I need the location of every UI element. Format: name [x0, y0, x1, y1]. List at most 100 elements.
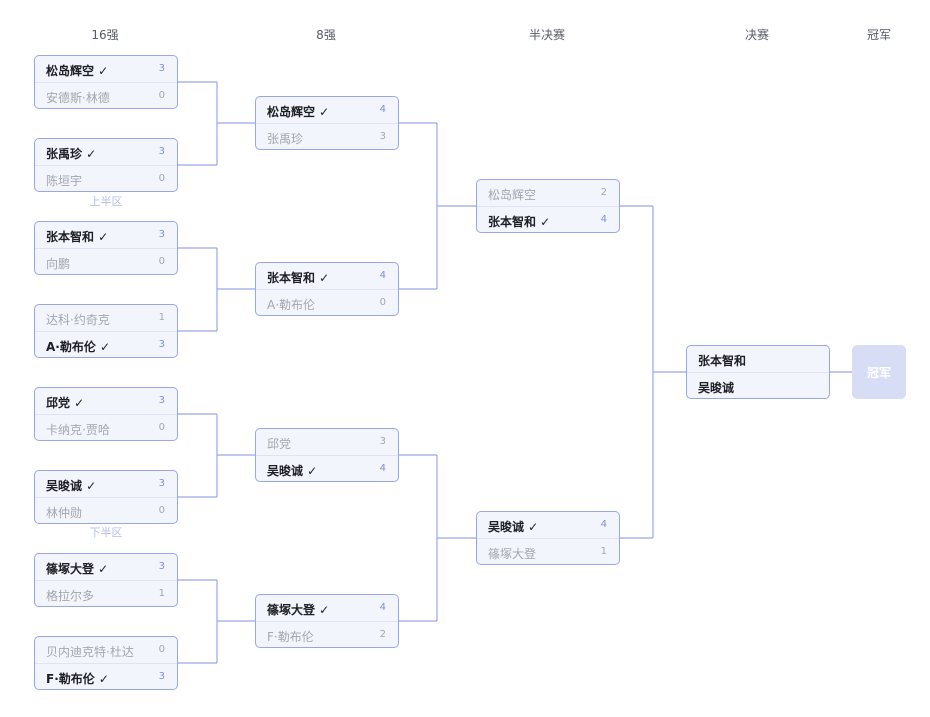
- match-slot: 张本智和 ✓ 3: [35, 222, 177, 249]
- match-slot: 林仲勋 0: [35, 498, 177, 523]
- player-score: 0: [158, 505, 165, 516]
- player-name: 篠塚大登 ✓: [46, 562, 109, 576]
- player-name: F·勒布伦: [267, 630, 314, 644]
- player-name: 张本智和 ✓: [46, 230, 109, 244]
- player-score: 3: [158, 671, 165, 682]
- lower-half-label: 下半区: [89, 526, 123, 539]
- player-name: 达科·约奇克: [46, 313, 110, 327]
- qf-match-3[interactable]: 邱党 3 吴晙诚 ✓ 4: [255, 428, 399, 482]
- player-score: 3: [379, 131, 386, 142]
- player-name: 松岛辉空 ✓: [267, 105, 330, 119]
- sf-match-2[interactable]: 吴晙诚 ✓ 4 篠塚大登 1: [476, 511, 620, 565]
- player-score: 3: [158, 339, 165, 350]
- match-slot: 张禹珍 3: [256, 124, 398, 149]
- round-title-final: 决赛: [744, 28, 770, 42]
- player-name: 格拉尔多: [46, 589, 95, 603]
- r16-match-8[interactable]: 贝内迪克特·杜达 0 F·勒布伦 ✓ 3: [34, 636, 178, 690]
- match-slot: 松岛辉空 ✓ 3: [35, 56, 177, 83]
- player-name: F·勒布伦 ✓: [46, 672, 109, 686]
- player-score: 3: [158, 395, 165, 406]
- match-slot: 松岛辉空 2: [477, 180, 619, 207]
- player-score: 1: [158, 312, 165, 323]
- match-slot: 吴晙诚 ✓ 4: [477, 512, 619, 539]
- match-slot: 篠塚大登 ✓ 4: [256, 595, 398, 622]
- player-name: A·勒布伦: [267, 298, 316, 312]
- player-name: 篠塚大登: [488, 547, 537, 561]
- round-title-r16: 16强: [91, 28, 119, 42]
- champion-box[interactable]: 冠军: [852, 345, 906, 399]
- player-score: 3: [158, 478, 165, 489]
- qf-match-4[interactable]: 篠塚大登 ✓ 4 F·勒布伦 2: [255, 594, 399, 648]
- match-slot: F·勒布伦 ✓ 3: [35, 664, 177, 689]
- player-score: 2: [379, 629, 386, 640]
- match-slot: 吴晙诚 ✓ 3: [35, 471, 177, 498]
- player-name: 向鹏: [46, 257, 71, 271]
- final-match[interactable]: 张本智和 吴晙诚: [686, 345, 830, 399]
- player-score: 0: [158, 644, 165, 655]
- qf-match-2[interactable]: 张本智和 ✓ 4 A·勒布伦 0: [255, 262, 399, 316]
- player-score: 3: [158, 229, 165, 240]
- player-name: 松岛辉空 ✓: [46, 64, 109, 78]
- r16-match-2[interactable]: 张禹珍 ✓ 3 陈垣宇 0: [34, 138, 178, 192]
- player-name: 邱党 ✓: [46, 396, 85, 410]
- player-name: 林仲勋: [46, 506, 83, 520]
- player-name: 张本智和 ✓: [488, 215, 551, 229]
- player-score: 3: [158, 146, 165, 157]
- r16-match-4[interactable]: 达科·约奇克 1 A·勒布伦 ✓ 3: [34, 304, 178, 358]
- r16-match-3[interactable]: 张本智和 ✓ 3 向鹏 0: [34, 221, 178, 275]
- player-name: 贝内迪克特·杜达: [46, 645, 134, 659]
- player-name: 吴晙诚 ✓: [488, 520, 539, 534]
- match-slot: 篠塚大登 1: [477, 539, 619, 564]
- round-title-sf: 半决赛: [528, 28, 566, 42]
- player-score: 1: [158, 588, 165, 599]
- player-score: 0: [158, 90, 165, 101]
- player-name: A·勒布伦 ✓: [46, 340, 111, 354]
- r16-match-5[interactable]: 邱党 ✓ 3 卡纳克·贾哈 0: [34, 387, 178, 441]
- player-name: 陈垣宇: [46, 174, 83, 188]
- match-slot: 格拉尔多 1: [35, 581, 177, 606]
- player-name: 张本智和: [698, 354, 747, 368]
- player-name: 篠塚大登 ✓: [267, 603, 330, 617]
- r16-match-6[interactable]: 吴晙诚 ✓ 3 林仲勋 0: [34, 470, 178, 524]
- match-slot: 卡纳克·贾哈 0: [35, 415, 177, 440]
- qf-match-1[interactable]: 松岛辉空 ✓4 张禹珍 3: [255, 96, 399, 150]
- sf-match-1[interactable]: 松岛辉空 2 张本智和 ✓4: [476, 179, 620, 233]
- r16-match-7[interactable]: 篠塚大登 ✓3 格拉尔多 1: [34, 553, 178, 607]
- player-name: 松岛辉空: [488, 188, 537, 202]
- match-slot: 邱党 3: [256, 429, 398, 456]
- match-slot: 张本智和 ✓ 4: [256, 263, 398, 290]
- player-name: 张禹珍 ✓: [46, 147, 97, 161]
- player-score: 0: [158, 422, 165, 433]
- player-name: 安德斯·林德: [46, 91, 110, 105]
- player-name: 吴晙诚 ✓: [267, 464, 318, 478]
- match-slot: 篠塚大登 ✓3: [35, 554, 177, 581]
- match-slot: 贝内迪克特·杜达 0: [35, 637, 177, 664]
- player-score: 4: [379, 270, 386, 281]
- match-slot: 松岛辉空 ✓4: [256, 97, 398, 124]
- upper-half-label: 上半区: [89, 195, 123, 208]
- player-score: 1: [600, 546, 607, 557]
- player-score: 0: [379, 297, 386, 308]
- player-score: 3: [158, 63, 165, 74]
- player-score: 4: [379, 463, 386, 474]
- player-name: 邱党: [267, 437, 292, 451]
- player-score: 4: [600, 519, 607, 530]
- round-title-qf: 8强: [316, 28, 336, 42]
- player-name: 卡纳克·贾哈: [46, 423, 110, 437]
- r16-match-1[interactable]: 松岛辉空 ✓ 3 安德斯·林德 0: [34, 55, 178, 109]
- player-score: 4: [379, 602, 386, 613]
- player-score: 3: [379, 436, 386, 447]
- round-title-champion: 冠军: [866, 28, 892, 42]
- match-slot: 陈垣宇 0: [35, 166, 177, 191]
- match-slot: A·勒布伦 ✓ 3: [35, 332, 177, 357]
- player-score: 0: [158, 173, 165, 184]
- player-score: 2: [600, 187, 607, 198]
- match-slot: 安德斯·林德 0: [35, 83, 177, 108]
- player-name: 张本智和 ✓: [267, 271, 330, 285]
- match-slot: 张本智和: [687, 346, 829, 373]
- match-slot: 张本智和 ✓4: [477, 207, 619, 232]
- player-name: 张禹珍: [267, 132, 304, 146]
- player-score: 0: [158, 256, 165, 267]
- player-name: 吴晙诚 ✓: [46, 479, 97, 493]
